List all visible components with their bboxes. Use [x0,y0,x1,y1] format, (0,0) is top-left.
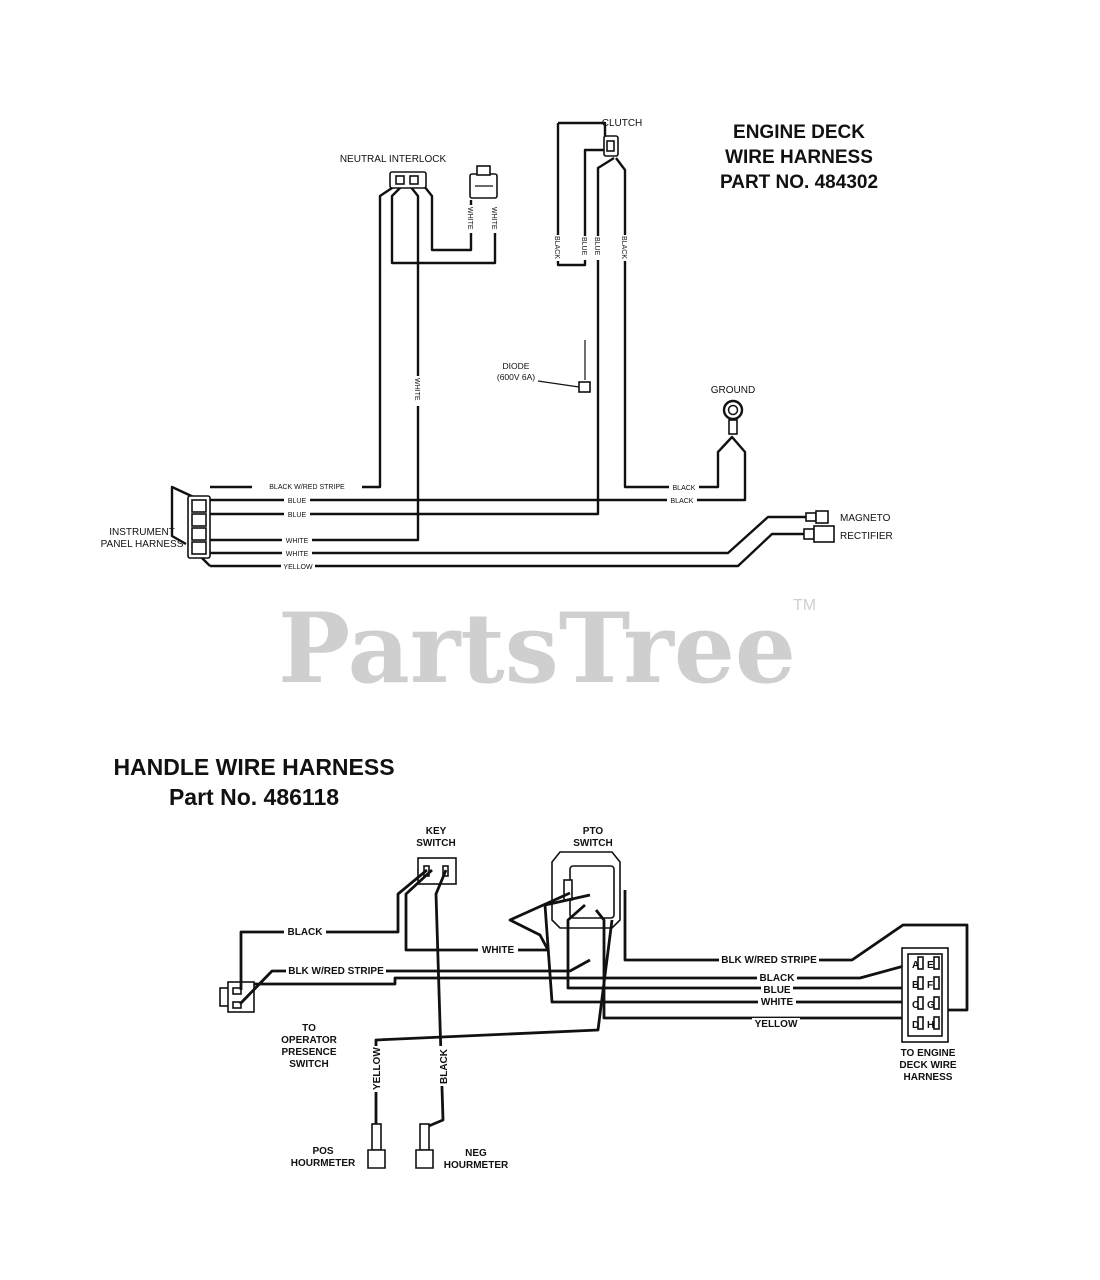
key-switch-label-2: SWITCH [416,838,455,849]
wire-label-black-left: BLACK [553,236,560,259]
wire-label-white-a: WHITE [466,207,473,230]
diode-label: DIODE [503,361,530,371]
neg-hourmeter-terminal [415,1123,434,1169]
wire-label-white-b: WHITE [490,207,497,230]
neg-hourmeter-label-2: HOURMETER [444,1160,509,1171]
wire-label-white-1: WHITE [286,538,309,545]
pos-hourmeter-terminal [367,1123,386,1169]
pin-c: C [912,1000,919,1011]
pin-e: E [927,960,934,971]
instrument-panel-connector [170,485,211,567]
wire-label-black-gnd-1: BLACK [673,485,696,492]
pin-b: B [912,980,919,991]
instrument-panel-label-2: PANEL HARNESS [101,539,184,550]
deck-harness-label-2: DECK WIRE [899,1060,957,1071]
wire-label-white-2: WHITE [286,551,309,558]
wire-label-black-gnd-2: BLACK [671,498,694,505]
svg-text:WIRE HARNESS: WIRE HARNESS [725,147,873,168]
pin-g: G [927,1000,935,1011]
operator-presence-label-3: PRESENCE [281,1047,336,1058]
wire-label-white-main: WHITE [413,378,420,401]
engine-deck-connector [901,947,949,1043]
instrument-panel-label: INSTRUMENT [109,527,175,538]
ground-wiring [210,399,747,502]
wire-label-blue-mid: BLUE [580,237,587,256]
wire-label-blue-2: BLUE [288,512,307,519]
magneto-label: MAGNETO [840,513,891,524]
handle-title: HANDLE WIRE HARNESS [113,754,394,780]
svg-text:PART NO. 484302: PART NO. 484302 [720,172,878,193]
watermark-trademark: TM [793,597,816,614]
neg-hourmeter-label: NEG [465,1148,487,1159]
handle-wire-label-yellow-v: YELLOW [372,1047,383,1090]
handle-wire-label-white-r: WHITE [761,997,794,1008]
handle-wire-label-blk-red-left: BLK W/RED STRIPE [288,966,384,977]
neutral-interlock-label: NEUTRAL INTERLOCK [340,154,447,165]
handle-wire-label-white: WHITE [482,945,515,956]
wire-label-blue-clutch: BLUE [593,237,600,256]
pos-hourmeter-label: POS [312,1146,333,1157]
pin-f: F [927,980,933,991]
magneto-rectifier-wiring [210,510,835,568]
rectifier-plug [803,528,815,540]
pto-switch [551,851,621,929]
key-switch-label: KEY [426,826,447,837]
wire-label-blue-1: BLUE [288,498,307,505]
rectifier-label: RECTIFIER [840,531,893,542]
diode-rating: (600V 6A) [497,372,535,382]
operator-presence-label-4: SWITCH [289,1059,328,1070]
handle-wire-label-black-v: BLACK [439,1048,450,1084]
clutch-label: CLUTCH [602,118,643,129]
pin-h: H [927,1020,934,1031]
ground-label: GROUND [711,385,755,396]
handle-wire-label-yellow-r: YELLOW [755,1019,798,1030]
handle-wire-label-blue-r: BLUE [763,985,791,996]
diode [578,381,591,393]
handle-part-number: Part No. 486118 [169,784,339,810]
wire-label-black-right: BLACK [620,236,627,259]
pto-switch-label-2: SWITCH [573,838,612,849]
handle-wire-label-black: BLACK [288,927,324,938]
svg-text:ENGINE DECK: ENGINE DECK [733,122,865,143]
wire-label-yellow: YELLOW [283,564,313,571]
wire-label-black-red: BLACK W/RED STRIPE [269,484,345,491]
engine-deck-title: ENGINE DECK WIRE HARNESS PART NO. 484302 [720,122,878,193]
operator-presence-label: TO [302,1023,316,1034]
pto-switch-label: PTO [583,826,604,837]
handle-wire-label-blk-red-right: BLK W/RED STRIPE [721,955,817,966]
handle-wires [238,868,969,1130]
clutch-wiring [210,121,696,516]
pin-a: A [912,960,919,971]
magneto-terminal [805,512,817,522]
pos-hourmeter-label-2: HOURMETER [291,1158,356,1169]
operator-presence-label-2: OPERATOR [281,1035,338,1046]
deck-harness-label: TO ENGINE [901,1048,956,1059]
watermark: PartsTree [278,592,796,705]
operator-presence-connector [219,981,255,1013]
deck-harness-label-3: HARNESS [904,1072,953,1083]
pin-d: D [912,1020,919,1031]
handle-wire-label-black-r: BLACK [760,973,796,984]
